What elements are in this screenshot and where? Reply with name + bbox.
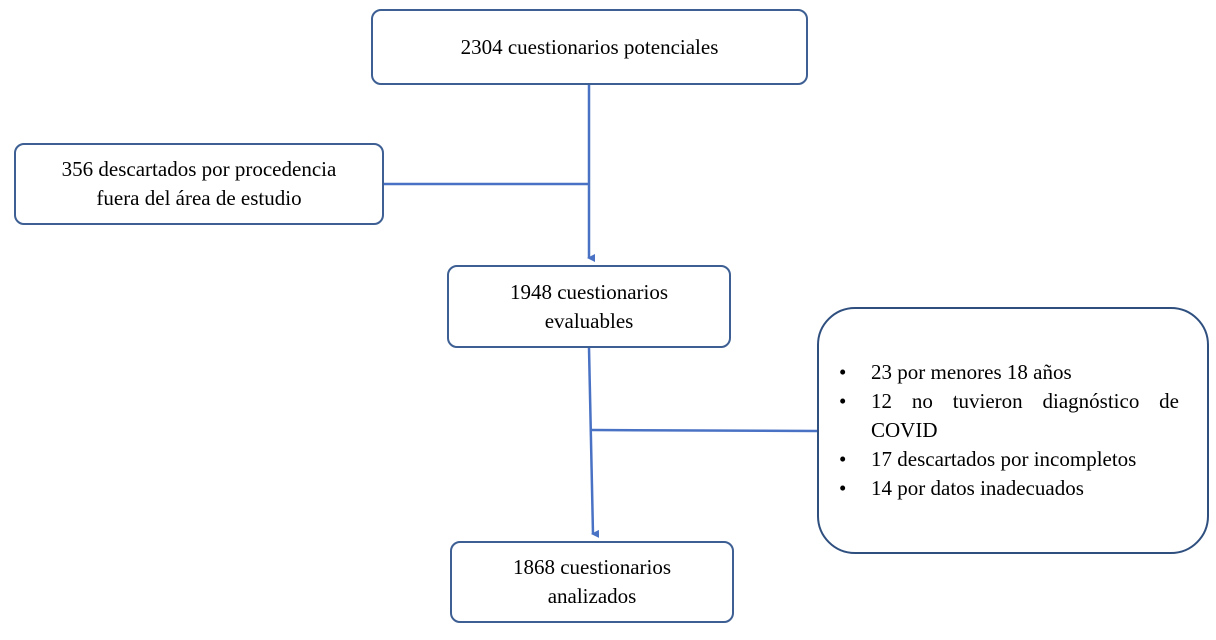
- excluded-by-origin-line-1: 356 descartados por procedencia: [61, 157, 337, 181]
- bullet-icon: •: [839, 476, 847, 500]
- analyzed-questionnaires-line-1: 1868 cuestionarios: [512, 555, 672, 579]
- potential-questionnaires-box: 2304 cuestionarios potenciales: [371, 9, 808, 85]
- exclusion-reason-item: • 17 descartados por incompletos: [839, 445, 1179, 474]
- exclusion-reason-text: 12 no tuvieron diagnóstico de COVID: [871, 389, 1179, 442]
- exclusion-reason-item: • 14 por datos inadecuados: [839, 474, 1179, 503]
- bullet-icon: •: [839, 447, 847, 471]
- exclusion-reason-item: • 23 por menores 18 años: [839, 358, 1179, 387]
- exclusion-reason-text: 23 por menores 18 años: [871, 360, 1072, 384]
- bullet-icon: •: [839, 360, 847, 384]
- evaluable-questionnaires-line-2: evaluables: [544, 308, 634, 333]
- connector-middle-to-bottom: [587, 347, 600, 538]
- analyzed-questionnaires-box: 1868 cuestionarios analizados: [450, 541, 734, 623]
- connector-exclusions-branch: [591, 428, 818, 433]
- exclusion-reason-text: 17 descartados por incompletos: [871, 447, 1137, 471]
- analyzed-questionnaires-line-2: analizados: [547, 584, 637, 608]
- excluded-by-origin-box: 356 descartados por procedencia fuera de…: [14, 143, 384, 225]
- evaluable-questionnaires-line-1: 1948 cuestionarios: [509, 279, 669, 304]
- exclusion-reason-item: • 12 no tuvieron diagnóstico de COVID: [839, 387, 1179, 445]
- bullet-icon: •: [839, 389, 847, 413]
- exclusion-reasons-list: • 23 por menores 18 años • 12 no tuviero…: [819, 358, 1179, 503]
- excluded-by-origin-line-2: fuera del área de estudio: [96, 186, 302, 210]
- evaluable-questionnaires-box: 1948 cuestionarios evaluables: [447, 265, 731, 348]
- potential-questionnaires-text: 2304 cuestionarios potenciales: [460, 34, 719, 59]
- exclusion-reason-text: 14 por datos inadecuados: [871, 476, 1084, 500]
- exclusion-reasons-box: • 23 por menores 18 años • 12 no tuviero…: [817, 307, 1209, 554]
